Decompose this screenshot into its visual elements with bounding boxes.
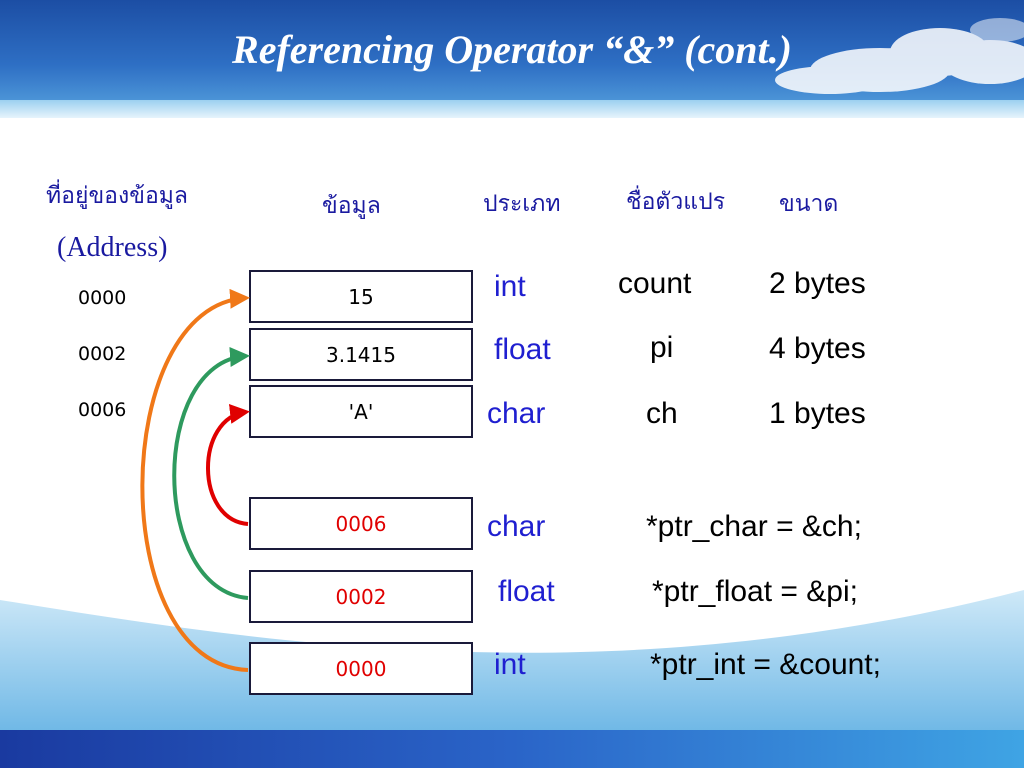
arrow-ptr-int-to-count [140, 288, 250, 672]
arrow-ptr-float-to-pi [172, 347, 250, 600]
type-label: int [494, 270, 526, 303]
variable-name: count [618, 267, 692, 300]
slide-header: Referencing Operator “&” (cont.) [0, 0, 1024, 118]
address-label: 0006 [78, 399, 127, 421]
type-label: float [494, 333, 551, 366]
header-data: ข้อมูล [322, 193, 381, 219]
type-label: char [487, 397, 546, 430]
variable-size: 1 bytes [769, 397, 866, 430]
header-type: ประเภท [483, 191, 561, 217]
header-variable-name: ชื่อตัวแปร [626, 189, 726, 215]
pointer-cell-ptr-float: 0002 [249, 570, 473, 623]
pointer-statement: *ptr_char = &ch; [646, 510, 862, 543]
memory-cell-count: 15 [249, 270, 473, 323]
pointer-type-label: int [494, 648, 526, 681]
header-address-thai: ที่อยู่ของข้อมูล [46, 183, 189, 209]
address-label: 0002 [78, 343, 127, 365]
variable-name: ch [646, 397, 678, 430]
cloud-decoration [775, 18, 1024, 94]
arrow-ptr-char-to-ch [206, 403, 250, 526]
pointer-statement: *ptr_int = &count; [650, 648, 881, 681]
variable-size: 4 bytes [769, 332, 866, 365]
memory-cell-pi: 3.1415 [249, 328, 473, 381]
header-address-english: (Address) [57, 232, 168, 263]
pointer-type-label: float [498, 575, 555, 608]
memory-cell-ch: 'A' [249, 385, 473, 438]
slide-footer [0, 730, 1024, 768]
variable-name: pi [650, 331, 674, 364]
variable-size: 2 bytes [769, 267, 866, 300]
pointer-statement: *ptr_float = &pi; [652, 575, 858, 608]
pointer-cell-ptr-char: 0006 [249, 497, 473, 550]
slide-title: Referencing Operator “&” (cont.) [232, 27, 792, 72]
pointer-cell-ptr-int: 0000 [249, 642, 473, 695]
header-band [0, 100, 1024, 118]
pointer-type-label: char [487, 510, 546, 543]
header-size: ขนาด [779, 191, 839, 217]
address-label: 0000 [78, 287, 127, 309]
